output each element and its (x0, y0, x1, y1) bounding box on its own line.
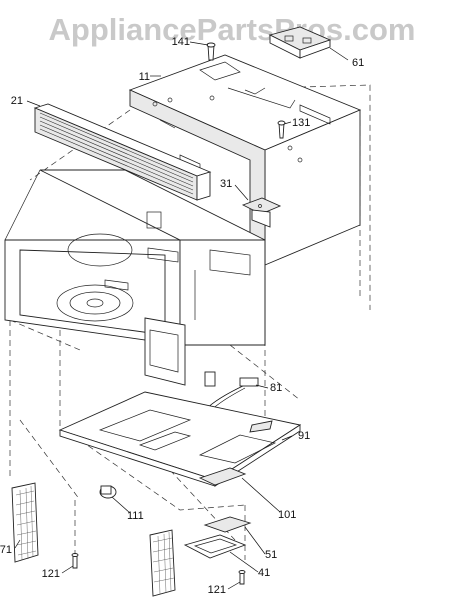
callout-101: 101 (278, 509, 296, 521)
inner-side-panel (144, 317, 186, 386)
callout-121-left: 121 (42, 568, 60, 580)
callout-111: 111 (127, 510, 144, 522)
callout-121-right: 121 (208, 584, 226, 596)
callout-91: 91 (298, 430, 310, 442)
callout-31: 31 (220, 178, 232, 190)
screw-121-left (71, 553, 79, 569)
callout-11: 11 (139, 71, 150, 83)
callout-labels: 11 21 31 41 51 61 71 81 91 101 111 121 1… (0, 36, 364, 596)
screw-141 (206, 42, 216, 61)
oven-cavity (4, 169, 266, 346)
screw-121-right (238, 570, 246, 585)
leader-lines (14, 41, 349, 590)
callout-51: 51 (265, 549, 277, 561)
callout-41: 41 (258, 567, 270, 579)
watermark: AppliancePartsPros.com (49, 12, 416, 47)
callout-21: 21 (11, 95, 23, 107)
lamp-lens (203, 516, 252, 533)
outer-case (128, 54, 362, 266)
lens-frame (183, 534, 247, 559)
lamp-socket (99, 485, 117, 499)
vent-grille (33, 103, 212, 201)
top-bracket (268, 26, 332, 59)
small-bracket (241, 197, 282, 228)
grille-slots (39, 112, 194, 195)
callout-81: 81 (270, 382, 282, 394)
grease-filter-right (149, 529, 176, 597)
grease-filter-left (11, 482, 39, 563)
callout-131: 131 (292, 117, 310, 129)
callout-71: 71 (0, 544, 12, 556)
base-plate (58, 391, 302, 487)
screw-131 (277, 120, 286, 139)
callout-141: 141 (172, 36, 190, 48)
part-101-bracket (198, 467, 247, 486)
callout-61: 61 (352, 57, 364, 69)
